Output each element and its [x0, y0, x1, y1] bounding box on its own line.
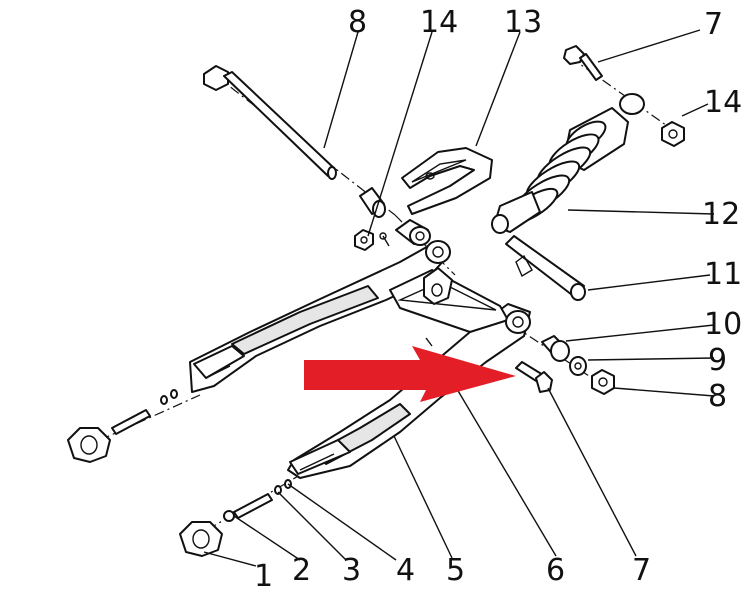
callout-labels: 8 14 13 7 14 12 11 10 9 8 1 2 3 4 5 6 7 [254, 5, 742, 594]
chain-slider [401, 147, 493, 215]
right-pin [515, 361, 553, 393]
right-washer [569, 356, 587, 376]
callout-9: 9 [708, 343, 727, 378]
callout-12: 12 [702, 197, 740, 232]
chain-adjuster-upper [67, 389, 178, 463]
callout-5: 5 [446, 553, 465, 588]
callout-2: 2 [292, 553, 311, 588]
pivot-bushing [359, 187, 386, 218]
grease-nipple [379, 232, 390, 247]
callout-8-right: 8 [708, 379, 727, 414]
shock-top-bolt [563, 45, 603, 81]
callout-14-right: 14 [704, 85, 742, 120]
callout-7-bottom: 7 [632, 553, 651, 588]
callout-13: 13 [504, 5, 542, 40]
callout-1: 1 [254, 559, 273, 594]
callout-6: 6 [546, 553, 565, 588]
axle-bolt-long [203, 65, 337, 180]
callout-14-top: 14 [420, 5, 458, 40]
leader-lines [203, 29, 715, 567]
rear-shock-absorber [491, 93, 645, 234]
callout-3: 3 [342, 553, 361, 588]
pivot-nut [354, 229, 374, 251]
callout-10: 10 [704, 307, 742, 342]
pivot-sleeve [395, 219, 431, 246]
shock-top-nut [661, 121, 685, 147]
shock-link [505, 235, 586, 301]
callout-4: 4 [396, 553, 415, 588]
chain-adjuster-lower [179, 479, 292, 557]
right-nut [591, 369, 615, 395]
callout-7-top: 7 [704, 7, 723, 42]
callout-11: 11 [704, 257, 742, 292]
right-spacer [541, 335, 570, 362]
callout-8-top: 8 [348, 5, 367, 40]
swingarm [189, 240, 531, 479]
highlight-arrow [304, 346, 516, 402]
